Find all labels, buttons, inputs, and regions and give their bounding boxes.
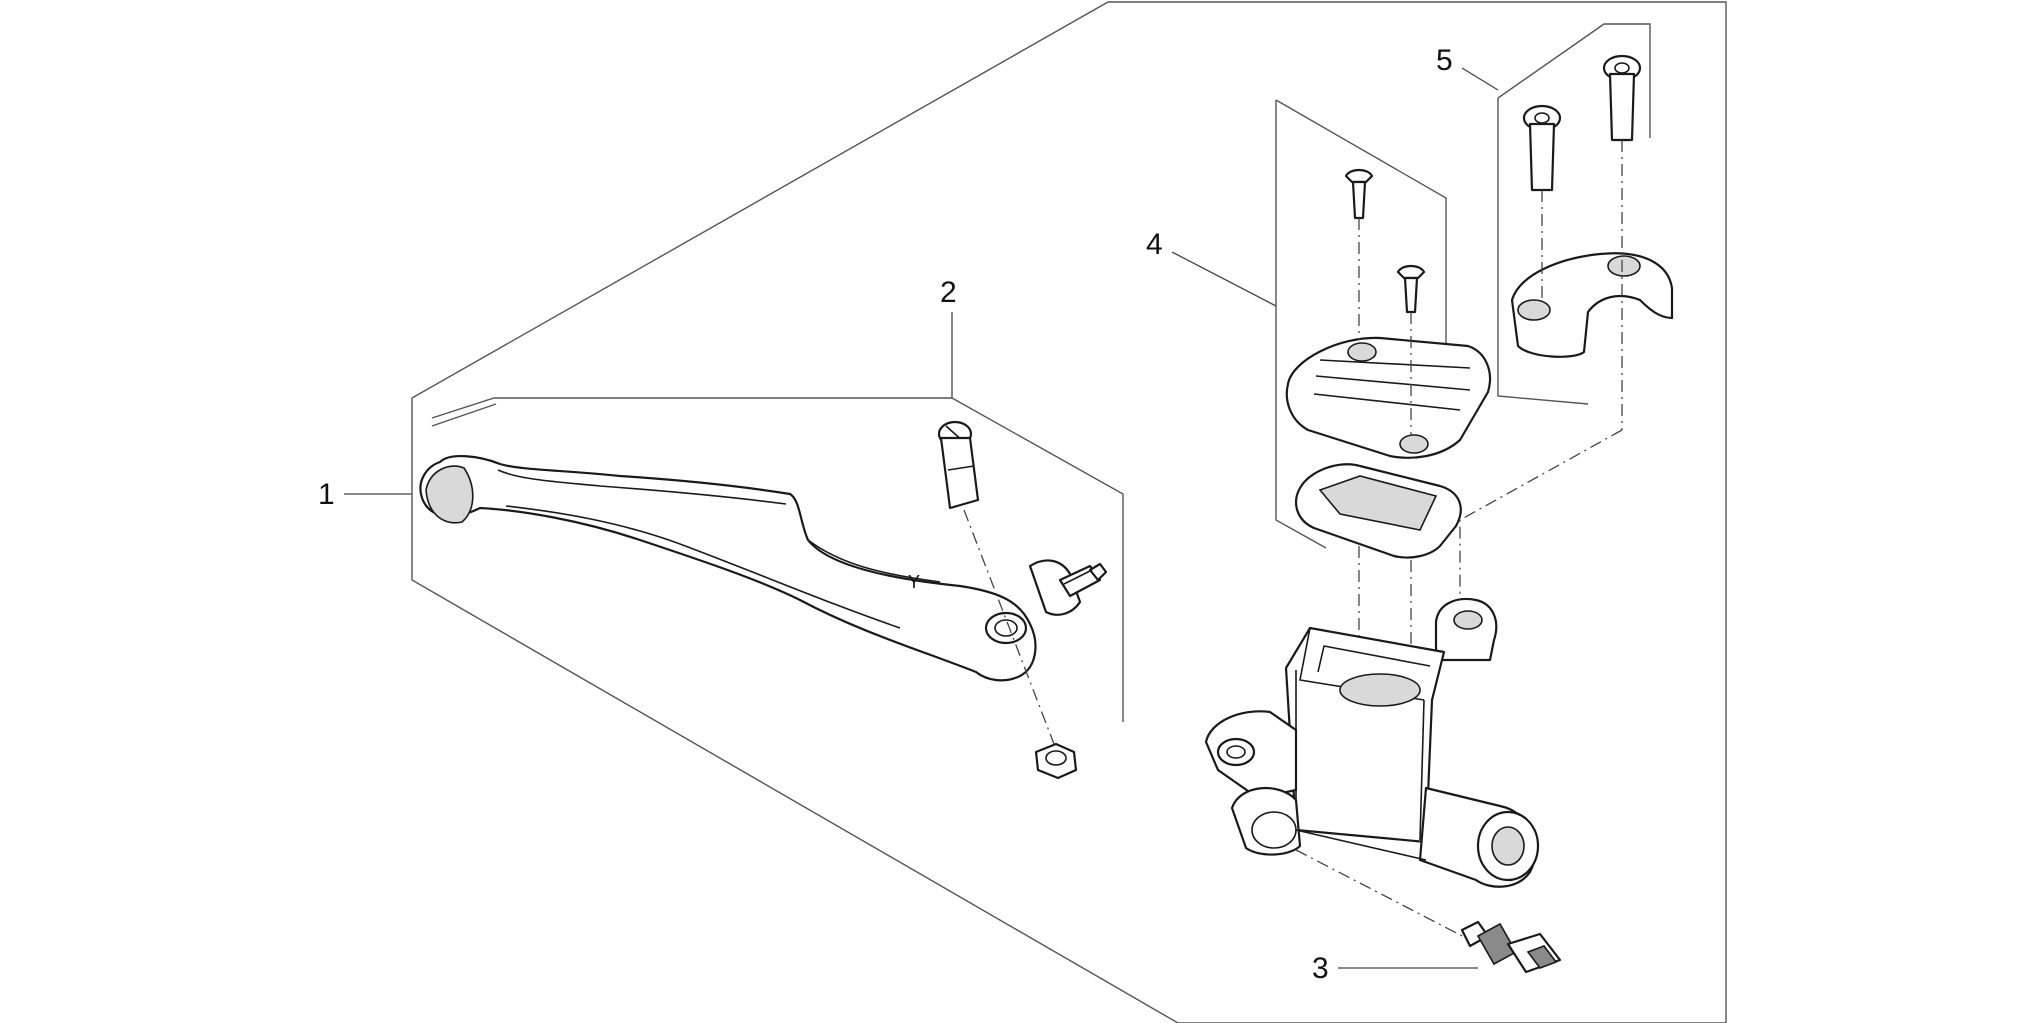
handlebar-clamp-icon[interactable] xyxy=(1510,54,1674,358)
callout-2-label: 2 xyxy=(940,276,957,309)
callout-3: 3 xyxy=(1312,952,1478,985)
reservoir-cap-icon[interactable] xyxy=(1285,168,1492,559)
svg-text:Y: Y xyxy=(908,572,920,592)
callout-5: 5 xyxy=(1436,44,1499,91)
clamp-group-frame-left xyxy=(1497,98,1589,405)
clamp-to-body-dash xyxy=(1459,429,1623,606)
callout-5-label: 5 xyxy=(1436,44,1453,77)
pivot-bolt-and-nut-icon[interactable] xyxy=(937,420,1078,780)
lever-icon[interactable]: Y xyxy=(419,454,1082,682)
callout-1-label: 1 xyxy=(318,478,335,511)
cap-group-frame xyxy=(1275,99,1447,366)
outer-group-frame xyxy=(411,1,1727,1023)
pivot-axis-dash xyxy=(963,509,1055,745)
callout-1: 1 xyxy=(318,478,412,511)
cap-group-frame-left xyxy=(1275,100,1327,549)
brake-switch-icon[interactable] xyxy=(1460,920,1562,974)
callout-2: 2 xyxy=(940,276,957,398)
master-cylinder-body-icon xyxy=(1204,597,1540,888)
clamp-group-frame xyxy=(1497,23,1651,138)
callout-3-label: 3 xyxy=(1312,952,1329,985)
switch-axis-dash xyxy=(1295,849,1471,941)
lever-inner-frame xyxy=(431,403,497,427)
callout-4-label: 4 xyxy=(1146,228,1163,261)
callout-4: 4 xyxy=(1146,228,1277,307)
grease-nipple-icon xyxy=(1058,562,1108,598)
